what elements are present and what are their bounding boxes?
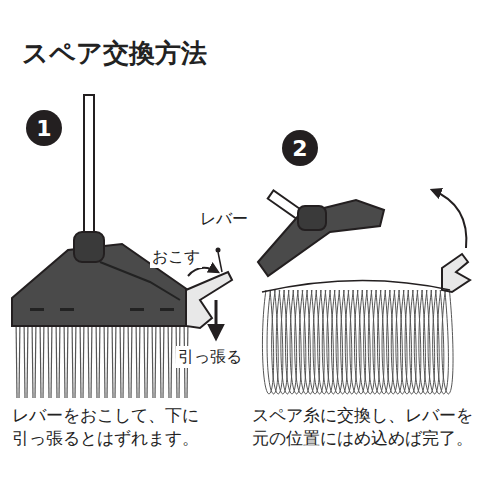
step-caption: スペア糸に交換し、レバーを 元の位置にはめ込めば完了。 (250, 404, 494, 450)
lift-label: おこす (150, 246, 202, 268)
step-number-text: 1 (36, 116, 51, 141)
lever-label: レバー (198, 208, 250, 230)
step-caption: レバーをおこして、下に 引っ張るとはずれます。 (10, 404, 214, 450)
pull-label: 引っ張る (176, 346, 244, 368)
step-number: 1 (26, 110, 62, 146)
title: スペア交換方法 (22, 36, 207, 71)
step-number: 2 (282, 130, 318, 166)
step-number-text: 2 (292, 136, 307, 161)
broom-step2 (258, 190, 470, 394)
